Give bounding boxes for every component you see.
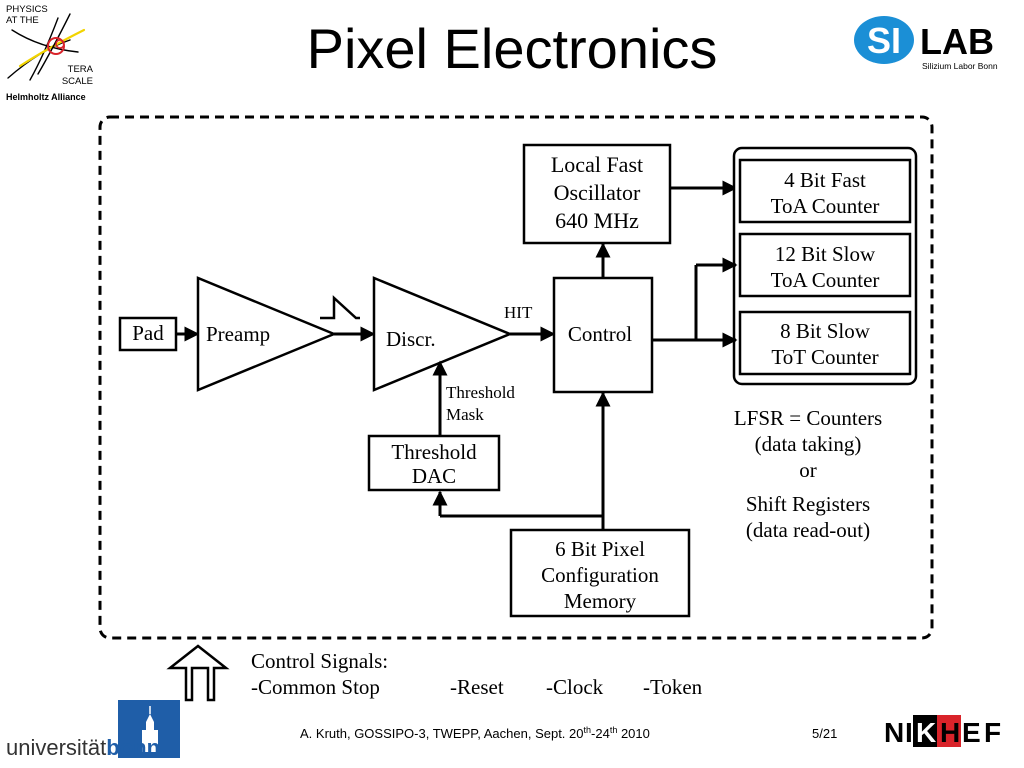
nikhef-logo: N I K H E F — [884, 715, 1001, 748]
lfsr-line1: LFSR = Counters — [734, 406, 882, 430]
silab-si: SI — [867, 20, 901, 61]
terascale-line1: PHYSICS — [6, 4, 48, 15]
terascale-line5: Helmholtz Alliance — [6, 92, 86, 102]
threshold-mask-line2: Mask — [446, 405, 484, 424]
silab-oval-icon — [854, 16, 914, 64]
lfsr-note: LFSR = Counters (data taking) or Shift R… — [734, 406, 882, 542]
counter-fast-box — [738, 158, 912, 224]
nikhef-n: N — [884, 717, 904, 748]
preamp-triangle — [196, 276, 338, 392]
control-signal-clock: -Clock — [546, 675, 604, 699]
hit-label: HIT — [504, 303, 533, 322]
nikhef-f: F — [984, 717, 1001, 748]
nikhef-k: K — [916, 717, 936, 748]
nikhef-h: H — [940, 717, 960, 748]
lfsr-line5: (data read-out) — [746, 518, 870, 542]
bonn-wordmark: universitätbonn — [6, 735, 160, 760]
threshold-dac-box — [367, 434, 501, 492]
lfsr-line2: (data taking) — [755, 432, 862, 456]
control-box — [552, 276, 654, 394]
terascale-logo: PHYSICS AT THE TERA SCALE Helmholtz Alli… — [6, 4, 94, 102]
counter-slow-tot-line1: 8 Bit Slow — [780, 319, 871, 343]
config-memory-line2: Configuration — [541, 563, 659, 587]
silab-logo: SI LAB Silizium Labor Bonn — [854, 16, 998, 71]
oscillator-line2: Oscillator — [554, 180, 641, 205]
config-memory-line1: 6 Bit Pixel — [555, 537, 645, 561]
terascale-line2: AT THE — [6, 15, 39, 26]
oscillator-line1: Local Fast — [551, 152, 643, 177]
oscillator-line3: 640 MHz — [555, 208, 639, 233]
counter-slow-toa-box — [738, 232, 912, 298]
bonn-logo: universitätbonn — [6, 700, 180, 760]
config-memory-box — [509, 528, 691, 618]
counter-slow-tot-box — [738, 310, 912, 376]
nikhef-h-square — [937, 715, 961, 747]
particle-tracks-icon — [7, 13, 86, 81]
counter-slow-toa-line1: 12 Bit Slow — [775, 242, 876, 266]
pad-label: Pad — [132, 321, 164, 345]
preamp-label: Preamp — [206, 322, 270, 346]
control-signal-reset: -Reset — [450, 675, 504, 699]
oscillator-box — [522, 143, 672, 245]
discr-label: Discr. — [386, 327, 436, 351]
pixel-boundary — [98, 115, 934, 640]
terascale-line4: SCALE — [62, 76, 93, 87]
threshold-dac-line2: DAC — [412, 464, 456, 488]
control-signal-common-stop: -Common Stop — [251, 675, 380, 699]
counter-fast-line2: ToA Counter — [771, 194, 880, 218]
nikhef-k-square — [913, 715, 937, 747]
control-to-slow-counters-arrows — [652, 257, 738, 348]
silab-subtitle: Silizium Labor Bonn — [922, 61, 998, 71]
counter-fast-line1: 4 Bit Fast — [784, 168, 866, 192]
control-signal-token: -Token — [643, 675, 703, 699]
page-number: 5/21 — [812, 726, 837, 741]
counter-slow-tot-line2: ToT Counter — [771, 345, 878, 369]
threshold-dac-line1: Threshold — [391, 440, 477, 464]
terascale-line3: TERA — [68, 64, 94, 75]
nikhef-i: I — [905, 717, 913, 748]
pulse-shape-icon — [320, 295, 360, 320]
footer-citation: A. Kruth, GOSSIPO-3, TWEPP, Aachen, Sept… — [300, 725, 650, 741]
lfsr-line4: Shift Registers — [746, 492, 870, 516]
lfsr-line3: or — [799, 458, 817, 482]
counter-slow-toa-line2: ToA Counter — [771, 268, 880, 292]
config-memory-connections — [432, 391, 611, 530]
control-label: Control — [568, 322, 632, 346]
threshold-mask-line1: Threshold — [446, 383, 515, 402]
config-memory-line3: Memory — [564, 589, 637, 613]
nikhef-e: E — [962, 717, 981, 748]
control-signals-heading: Control Signals: — [251, 649, 388, 673]
page-title: Pixel Electronics — [307, 17, 718, 80]
silab-lab: LAB — [920, 21, 994, 62]
control-signals-arrow-icon — [166, 644, 230, 702]
